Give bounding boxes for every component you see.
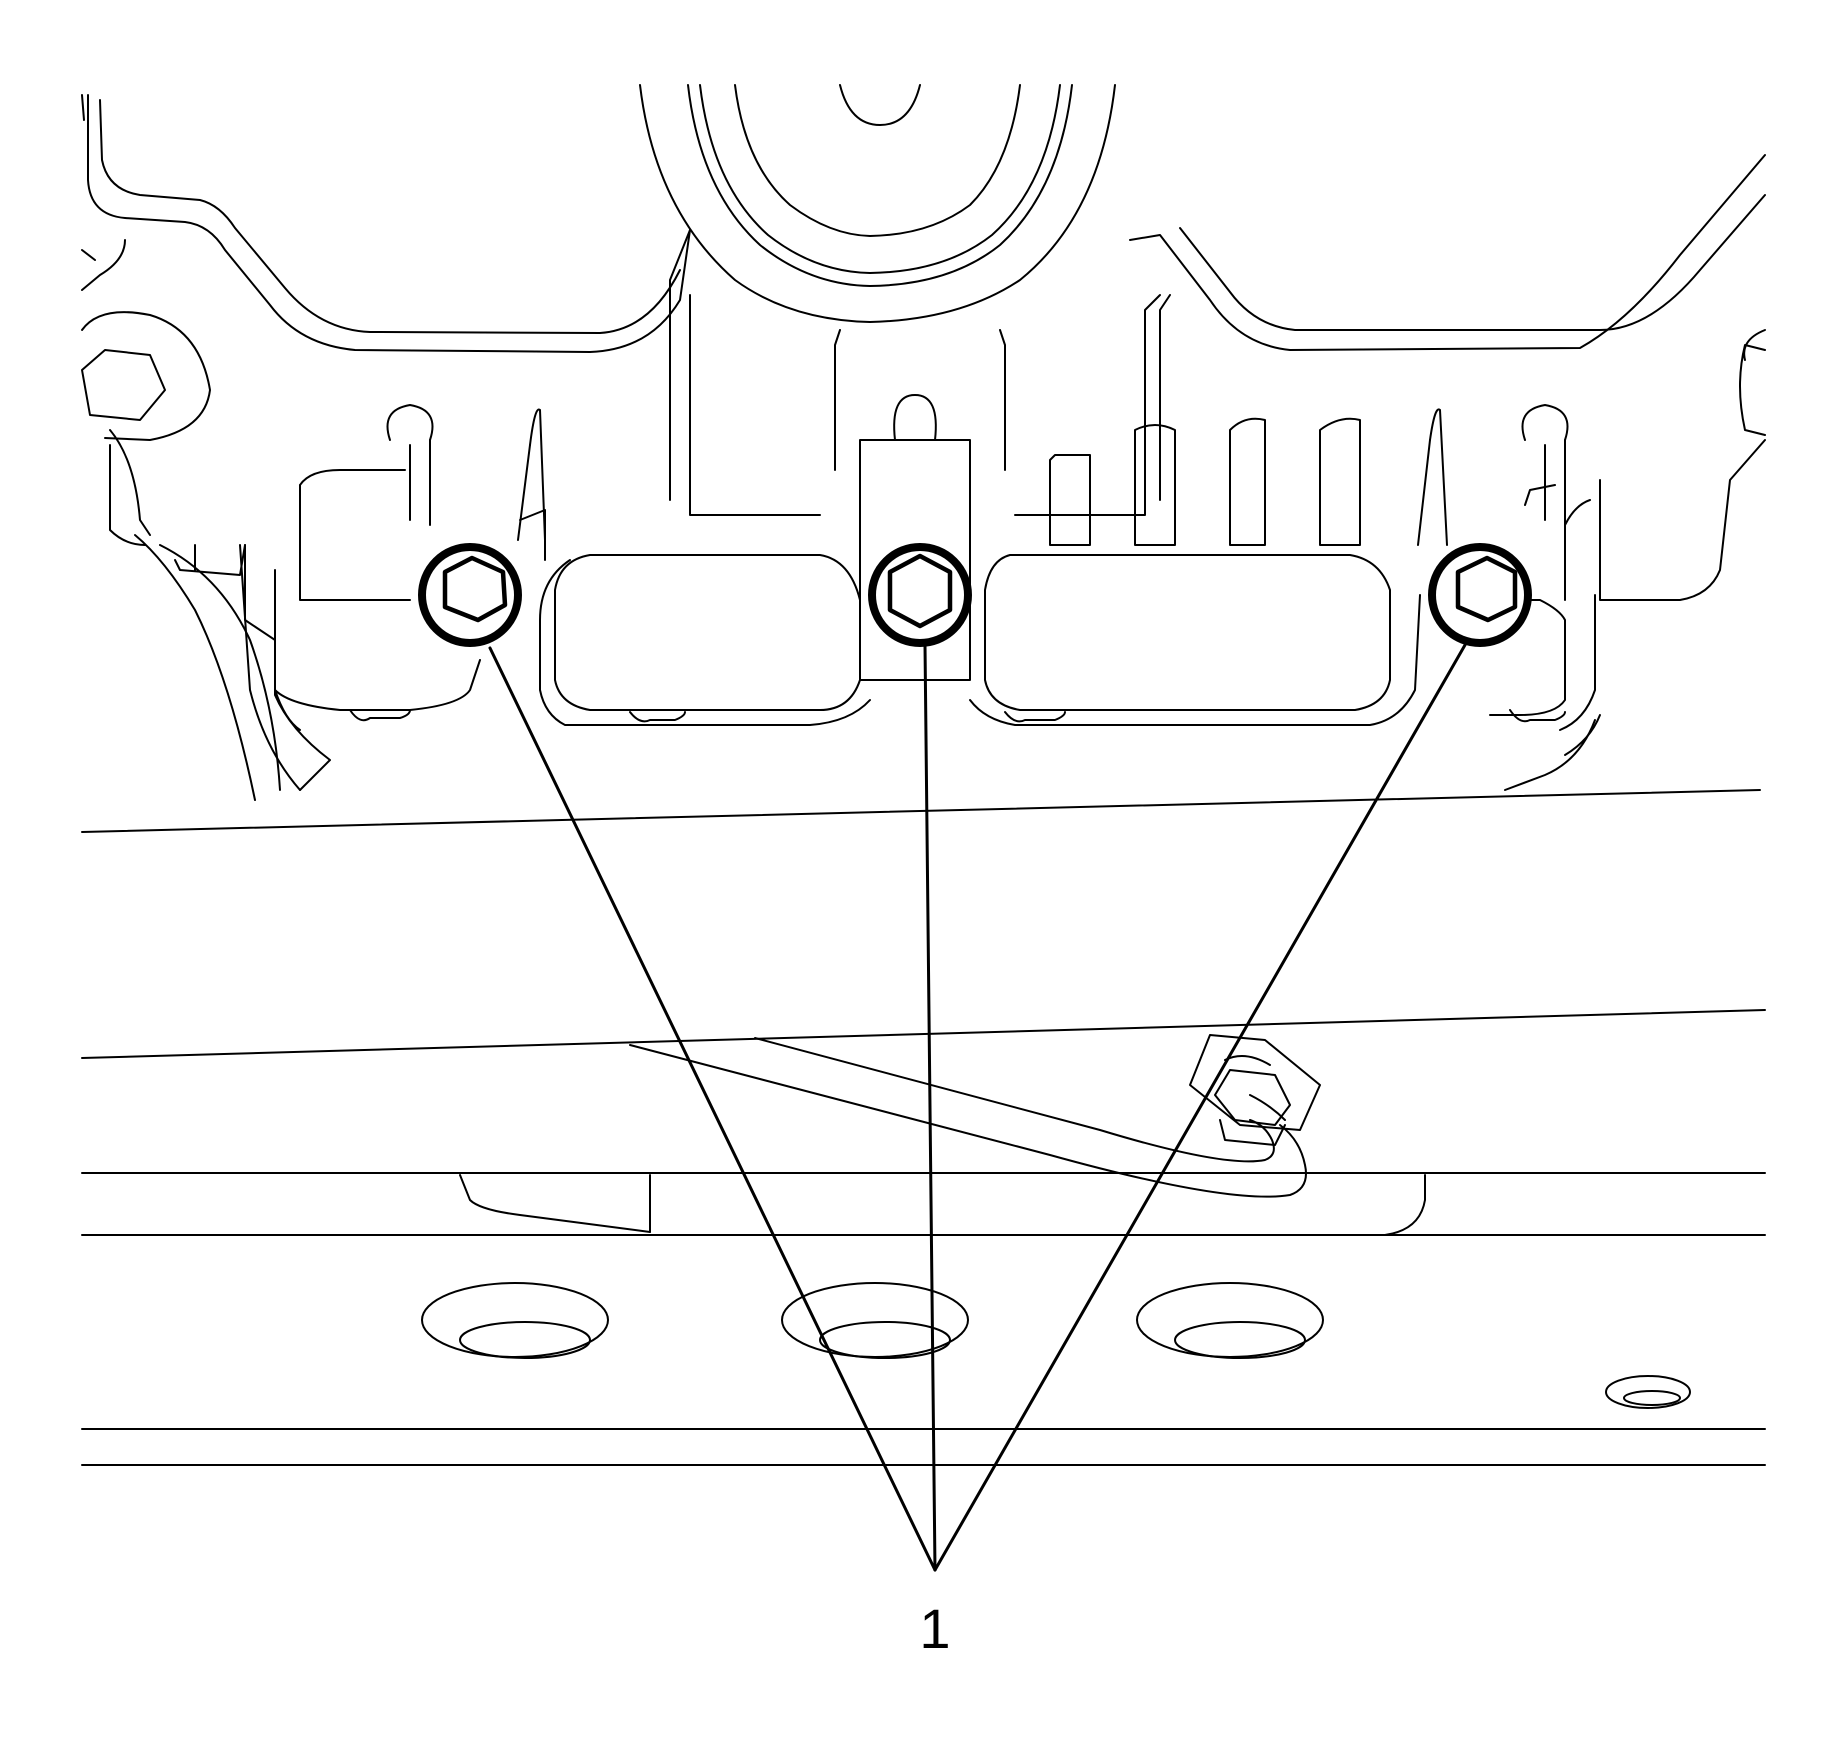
bolt-left: [418, 543, 522, 647]
bolt-right: [1428, 543, 1532, 647]
callout-leaders: [488, 643, 1467, 1572]
oil-pan-body: [81, 789, 1766, 1466]
callout-label-1: 1: [919, 1597, 950, 1660]
engine-block: [81, 84, 1766, 681]
oil-pan-flange: [109, 429, 1766, 801]
bolt-center: [868, 543, 972, 647]
